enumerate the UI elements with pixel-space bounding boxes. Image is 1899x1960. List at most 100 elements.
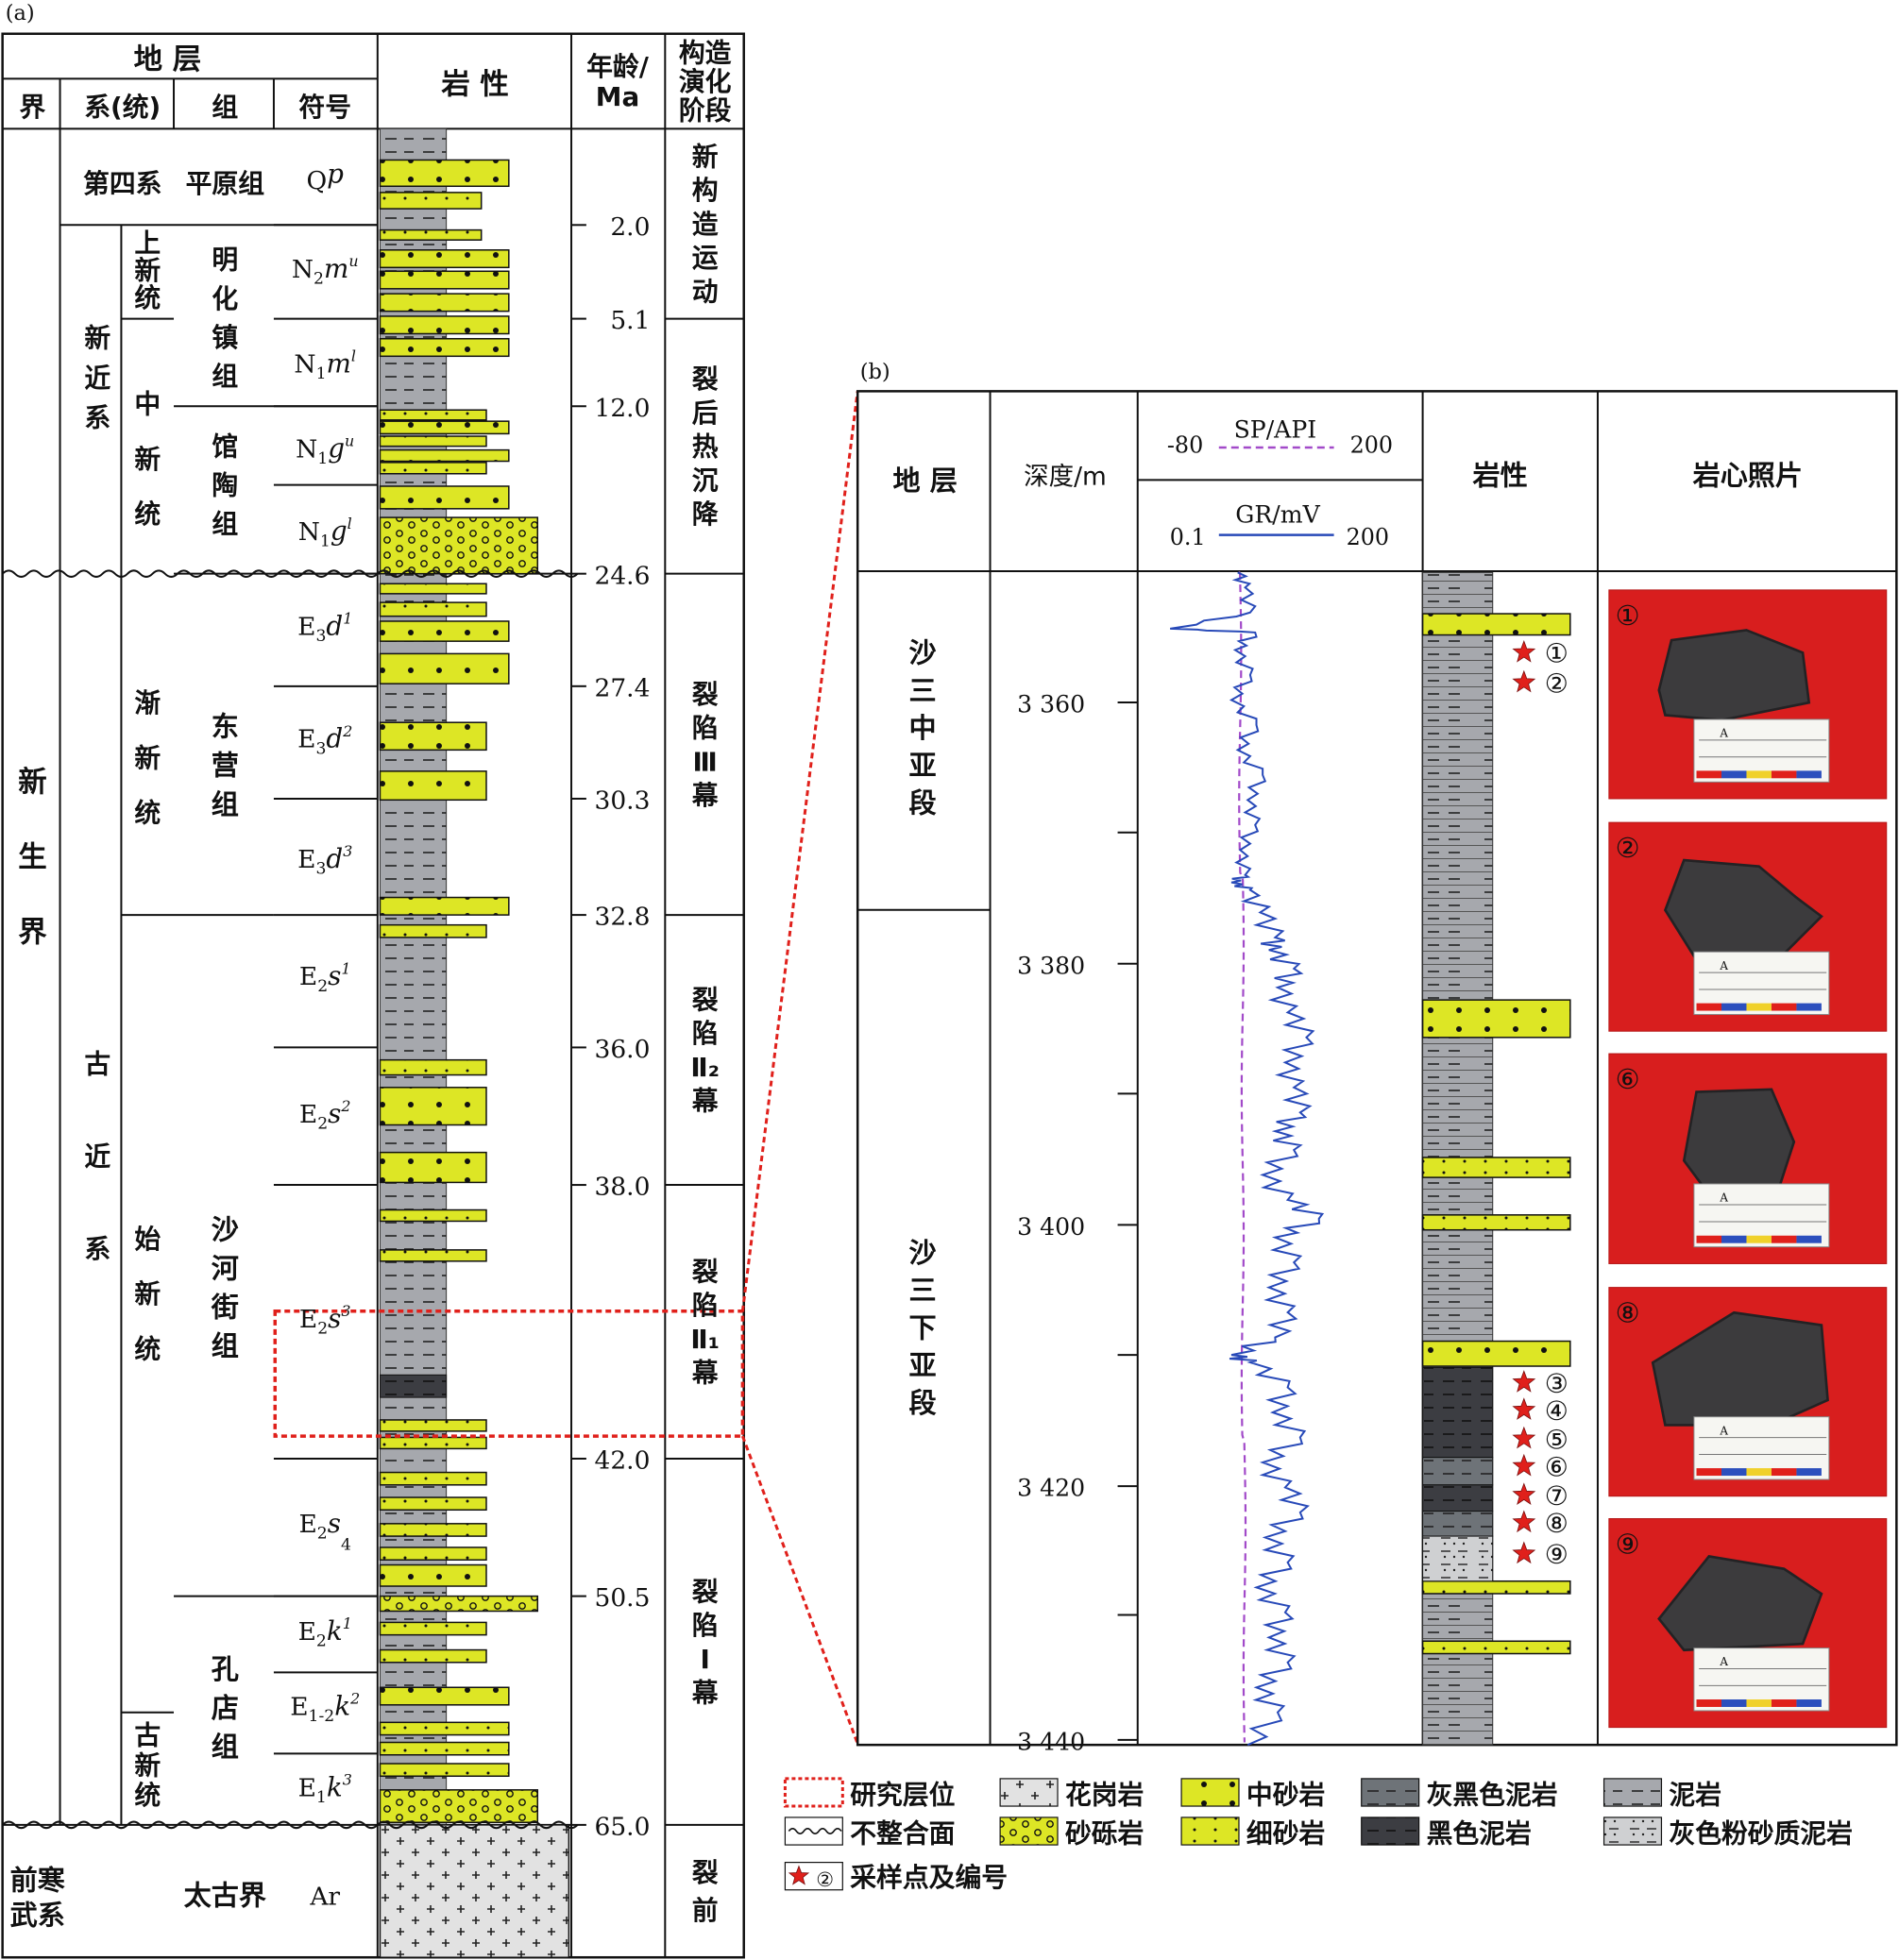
sample-number: ④ (1545, 1395, 1568, 1427)
tectonic-stage-1: 裂后热沉降 (692, 363, 719, 530)
study-interval-box (273, 1309, 745, 1438)
formation-kongdian: 孔店组 (212, 1653, 239, 1763)
legend-swatch-granite (999, 1778, 1059, 1807)
header-xi: 系(统) (84, 92, 161, 123)
age-label: 24.6 (594, 561, 650, 590)
sp-max: 200 (1350, 431, 1393, 458)
sample-number: ⑧ (1545, 1508, 1568, 1539)
scale-bar-segment (1796, 1468, 1822, 1477)
scale-bar-segment (1746, 1468, 1772, 1477)
granite-basement (379, 1824, 570, 1958)
gr-max: 200 (1347, 524, 1389, 550)
age-label: 50.5 (594, 1583, 650, 1613)
photo-label: ① (1616, 600, 1640, 632)
legend-sample-marker: ② (816, 1867, 834, 1891)
b-litho-bed-fine (1421, 1157, 1571, 1178)
panel-a-frame (1, 32, 745, 1959)
sample-star-icon (1512, 1370, 1536, 1393)
litho-bed-fine (379, 1058, 487, 1076)
scale-bar-segment (1771, 770, 1797, 779)
sample-star-icon (1512, 1453, 1536, 1477)
scale-bar-segment (1771, 1235, 1797, 1243)
litho-bed-fine (379, 1741, 510, 1756)
litho-bed-cong (379, 516, 539, 575)
litho-bed-med (379, 448, 510, 463)
litho-bed-med (379, 249, 510, 269)
scale-bar-segment (1696, 1003, 1722, 1011)
photo-label: ⑥ (1616, 1063, 1640, 1095)
age-label: 27.4 (594, 673, 650, 702)
legend-label: 采样点及编号 (850, 1862, 1008, 1893)
litho-bed-fine (379, 1436, 487, 1450)
age-label: 65.0 (594, 1812, 650, 1841)
b-litho-bed-med (1421, 613, 1571, 636)
sample-star-icon (1512, 1482, 1536, 1505)
era-cenozoic: 新生界 (18, 766, 47, 949)
header-zu: 组 (212, 92, 238, 123)
system-quaternary: 第四系 (83, 168, 161, 199)
gr-curve (1170, 571, 1325, 1747)
scale-bar-segment (1696, 770, 1722, 779)
photo-label: ② (1616, 832, 1640, 864)
sample-star-icon (1512, 1510, 1536, 1533)
litho-bed-med (379, 485, 510, 510)
unit-lower-es3: 沙三下亚段 (908, 1237, 936, 1419)
sample-star-icon (1512, 640, 1536, 663)
header-fuhao: 符号 (298, 92, 351, 123)
litho-bed-fine (379, 435, 487, 448)
unit-middle-es3: 沙三中亚段 (908, 637, 936, 819)
legend-wavy-line (788, 1828, 842, 1834)
symbol-2: N1ml (294, 347, 356, 384)
litho-bed-med (379, 770, 487, 802)
series-pliocene: 上新统 (134, 228, 161, 313)
scale-bar-segment (1721, 1699, 1747, 1707)
photo-label: ⑧ (1616, 1297, 1640, 1329)
litho-bed-fine (379, 1496, 487, 1512)
b-litho-bed-fine (1421, 1580, 1571, 1595)
litho-bed-fine (379, 1763, 510, 1778)
sp-label: SP/API (1234, 415, 1317, 443)
tectonic-stage-0: 新构造运动 (692, 141, 719, 307)
formation-shahejie: 沙河街组 (211, 1214, 239, 1362)
litho-bed-cong (379, 1789, 539, 1823)
litho-bed-med (379, 420, 510, 435)
symbol-6: E3d2 (297, 722, 352, 759)
litho-bed-fine (379, 192, 483, 210)
symbol-7: E3d3 (297, 842, 352, 879)
card-well: A (1719, 959, 1728, 972)
litho-bed-med (379, 1087, 487, 1126)
litho-bed-fine (379, 601, 487, 617)
legend-swatch-dark (1361, 1816, 1420, 1846)
header-tectonic: 构造演化阶段 (679, 38, 732, 127)
depth-label: 3 440 (1017, 1728, 1085, 1755)
scale-bar-segment (1796, 770, 1822, 779)
legend-swatch-silty (1602, 1816, 1663, 1846)
sample-number: ⑤ (1545, 1424, 1568, 1455)
litho-bed-fine (379, 1621, 487, 1636)
litho-bed-fine (379, 1419, 487, 1432)
scale-bar-segment (1696, 1235, 1722, 1243)
legend-swatch-mud (1602, 1778, 1663, 1807)
legend-label: 中砂岩 (1246, 1779, 1325, 1810)
scale-bar-segment (1771, 1699, 1797, 1707)
litho-bed-fine (379, 923, 487, 938)
gr-min: 0.1 (1170, 524, 1206, 550)
depth-label: 3 360 (1017, 691, 1085, 718)
photo-label: ⑨ (1616, 1529, 1640, 1561)
sample-number: ⑨ (1545, 1539, 1568, 1570)
scale-bar-segment (1696, 1699, 1722, 1707)
litho-bed-med (379, 1151, 487, 1184)
symbol-3: N1gu (296, 432, 354, 469)
symbol-4: N1gl (298, 515, 352, 551)
symbol-5: E3d1 (297, 610, 352, 647)
connector-top (740, 391, 859, 1311)
symbol-10: E2s3 (299, 1302, 351, 1339)
legend-label: 花岗岩 (1065, 1779, 1144, 1810)
legend-label: 研究层位 (850, 1779, 955, 1810)
litho-bed-fine (379, 1471, 487, 1486)
litho-bed-cong (379, 1595, 539, 1613)
age-label: 38.0 (594, 1173, 650, 1202)
